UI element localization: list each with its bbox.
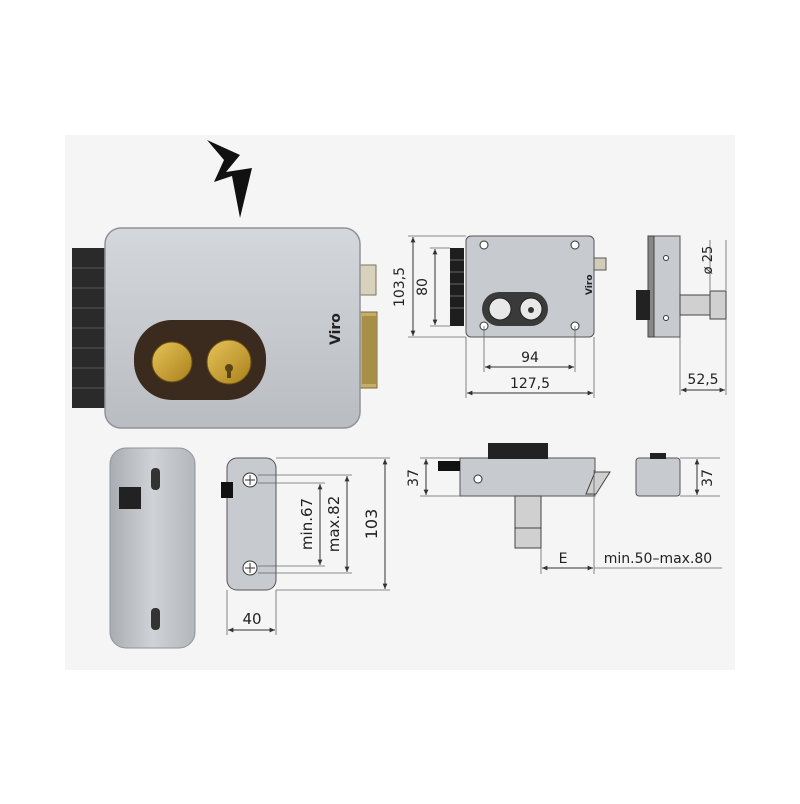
plate-drawing-body [226,457,277,591]
front-view-keyhole-icon [528,307,534,313]
front-view-drawing: Viro 103,5 80 94 127,5 [392,235,607,398]
front-view-bolt [593,257,607,271]
dim-front-inner: 80 [415,278,431,296]
dead-bolt-face [362,316,376,384]
end-view-top [650,453,666,459]
front-view-strip-ribs [450,259,464,309]
side-view-body [651,235,681,338]
dim-end-view-height: 37 [700,469,716,487]
strike-plate-slot-bottom [151,608,160,630]
front-view-strip [450,248,464,326]
side-view-knob [636,290,650,320]
top-view-latch [438,461,460,471]
side-view-screws [663,255,669,321]
knob-cylinder [151,341,193,383]
brand-logo-photo: Viro [328,313,344,345]
dim-cylinder-spacing: 94 [521,350,539,366]
dim-top-view-height: 37 [406,469,422,487]
top-view-bolt-hook [585,471,611,495]
lightning-bolt-icon [207,140,252,218]
end-view-drawing: 37 [635,453,720,497]
key-cylinder [206,339,252,385]
strike-plate-slot-top [151,468,160,490]
dim-plate-width: 40 [242,610,261,628]
dim-door-offset-label: E [559,551,568,567]
side-view-cylinder-end [709,290,727,320]
dim-cylinder-diameter: ø 25 [701,246,716,275]
top-view-screw [473,474,483,484]
plate-drawing-catch [221,482,233,498]
top-view-drawing: 37 E min.50–max.80 [406,443,722,574]
front-view-knob [488,297,512,321]
side-view-mount [647,235,655,338]
dim-front-height: 103,5 [392,267,408,307]
strike-plate-catch [119,487,141,509]
keyhole-slot [227,370,231,378]
dim-plate-min: min.67 [298,498,316,550]
plate-drawing-screw-top [242,472,258,488]
dim-plate-max: max.82 [325,496,343,553]
brand-logo-drawing: Viro [585,274,595,295]
dim-plate-height: 103 [362,509,381,540]
dim-front-width: 127,5 [510,376,550,392]
lock-photo: Viro [72,140,378,429]
dim-cylinder-projection: 52,5 [687,372,718,388]
top-view-cylinder-top [488,443,548,459]
plate-drawing-screw-bottom [242,560,258,576]
side-view-drawing: ø 25 52,5 [636,235,727,395]
dim-door-offset-range: min.50–max.80 [604,551,712,567]
top-view-cylinder-shaft [514,495,542,549]
end-view-body [635,457,681,497]
strike-plate-drawing: min.67 max.82 103 40 [221,457,390,635]
top-view-body [459,457,596,497]
strike-plate-photo [109,447,196,649]
